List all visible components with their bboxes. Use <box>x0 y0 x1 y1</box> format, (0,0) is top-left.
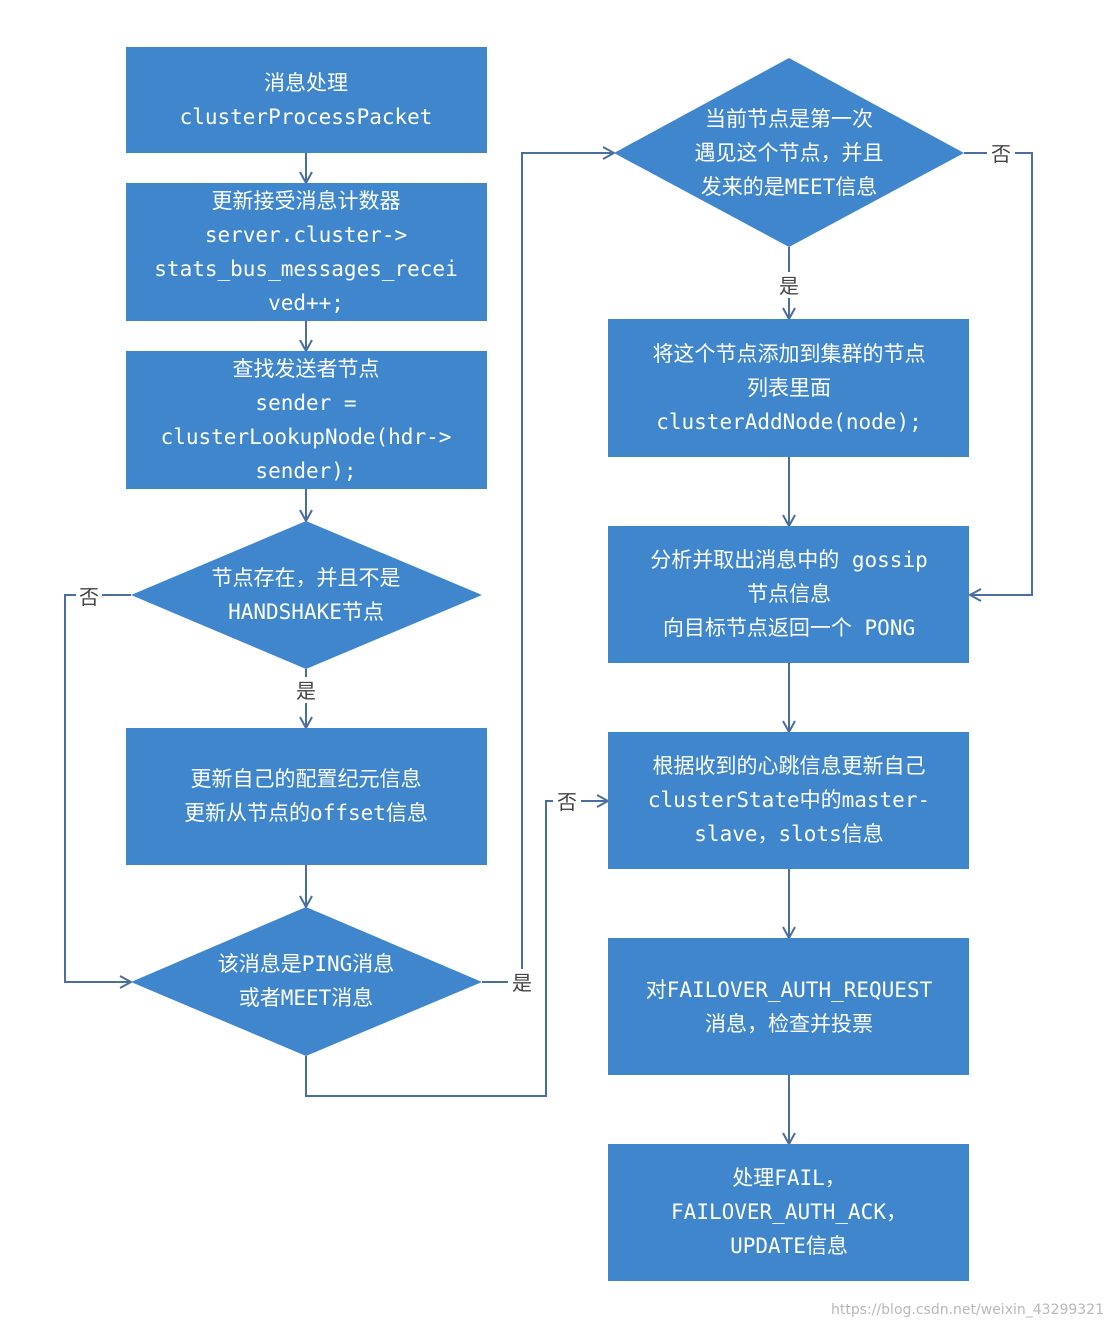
node-label-line: clusterProcessPacket <box>180 105 433 129</box>
node-gossip: 分析并取出消息中的 gossip 节点信息向目标节点返回一个 PONG <box>608 526 969 663</box>
label-ping-no: 否 <box>557 790 577 814</box>
edge-ping-yes <box>482 153 614 983</box>
label-exists-no: 否 <box>79 585 99 609</box>
label-exists-yes: 是 <box>296 679 316 703</box>
watermark: https://blog.csdn.net/weixin_43299321 <box>830 1302 1104 1318</box>
svg-text:当前节点是第一次遇见这个节点，并且发来的是MEET信息: 当前节点是第一次遇见这个节点，并且发来的是MEET信息 <box>695 107 884 199</box>
node-label-line: ved++; <box>268 291 344 315</box>
edges <box>64 152 1033 1144</box>
node-label-line: clusterLookupNode(hdr-> <box>161 425 452 449</box>
node-label-line: 节点存在，并且不是 <box>212 566 401 590</box>
node-label-line: 或者MEET消息 <box>239 986 374 1010</box>
node-process-packet: 消息处理 clusterProcessPacket <box>126 47 487 153</box>
node-label-line: 向目标节点返回一个 PONG <box>663 616 915 640</box>
node-label-line: 更新自己的配置纪元信息 <box>191 767 422 791</box>
node-label-line: 更新从节点的offset信息 <box>184 801 428 825</box>
decision-node-exists: 节点存在，并且不是 HANDSHAKE节点 <box>131 521 482 669</box>
node-update-state: 根据收到的心跳信息更新自己 clusterState中的master-slave，… <box>608 732 969 869</box>
node-label-line: stats_bus_messages_recei <box>154 257 457 281</box>
label-first-meet-no: 否 <box>991 142 1011 166</box>
node-label-line: 对FAILOVER_AUTH_REQUEST <box>646 978 933 1002</box>
svg-text:更新自己的配置纪元信息更新从节点的offset信息: 更新自己的配置纪元信息更新从节点的offset信息 <box>184 767 428 825</box>
node-label-line: 更新接受消息计数器 <box>212 189 401 213</box>
node-label-line: 消息，检查并投票 <box>705 1012 873 1036</box>
node-handle-fail: 处理FAIL， FAILOVER_AUTH_ACK， UPDATE信息 <box>608 1144 969 1281</box>
node-label-line: server.cluster-> <box>205 223 407 247</box>
node-update-epoch: 更新自己的配置纪元信息更新从节点的offset信息 <box>126 728 487 865</box>
node-label-line: 消息处理 <box>264 71 348 95</box>
node-label-line: 该消息是PING消息 <box>218 952 395 976</box>
node-label-line: 发来的是MEET信息 <box>701 175 878 199</box>
node-add-node: 将这个节点添加到集群的节点列表里面 clusterAddNode(node); <box>608 319 969 457</box>
node-label-line: 根据收到的心跳信息更新自己 <box>653 754 926 778</box>
label-ping-yes: 是 <box>512 971 532 995</box>
node-failover-request: 对FAILOVER_AUTH_REQUEST 消息，检查并投票 <box>608 938 969 1075</box>
node-label-line: clusterAddNode(node); <box>656 410 922 434</box>
node-label-line: 节点信息 <box>747 582 831 606</box>
edge-exists-no <box>64 594 131 982</box>
node-label-line: 分析并取出消息中的 gossip <box>650 548 928 572</box>
node-lookup-sender: 查找发送者节点 sender = clusterLookupNode(hdr-> se… <box>126 351 487 489</box>
node-label-line: UPDATE信息 <box>730 1234 848 1258</box>
edge-labels: 是 否 是 否 是 否 <box>76 140 1015 995</box>
node-update-counter: 更新接受消息计数器 server.cluster-> stats_bus_messa… <box>126 183 487 321</box>
node-label-line: sender = <box>255 391 356 415</box>
node-label-line: 当前节点是第一次 <box>705 107 873 131</box>
node-label-line: 查找发送者节点 <box>233 357 380 381</box>
decision-is-ping-meet: 该消息是PING消息或者MEET消息 <box>131 907 482 1056</box>
node-label-line: sender); <box>255 459 356 483</box>
svg-text:处理FAIL，FAILOVER_AUTH_ACK，UPDAT: 处理FAIL， FAILOVER_AUTH_ACK， UPDATE信息 <box>671 1166 907 1258</box>
node-label-line: HANDSHAKE节点 <box>228 600 384 624</box>
node-label-line: 将这个节点添加到集群的节点 <box>653 342 926 366</box>
node-label-line: 遇见这个节点，并且 <box>695 141 884 165</box>
node-label-line: FAILOVER_AUTH_ACK， <box>671 1200 907 1224</box>
edge-first-meet-no <box>964 152 1033 595</box>
label-first-meet-yes: 是 <box>779 274 799 298</box>
node-label-line: clusterState中的master- <box>648 788 930 812</box>
decision-first-meet: 当前节点是第一次遇见这个节点，并且发来的是MEET信息 <box>614 58 964 247</box>
node-label-line: 处理FAIL， <box>732 1166 846 1190</box>
node-label-line: slave，slots信息 <box>694 822 883 846</box>
svg-text:该消息是PING消息或者MEET消息: 该消息是PING消息或者MEET消息 <box>218 952 395 1010</box>
node-label-line: 列表里面 <box>747 376 831 400</box>
